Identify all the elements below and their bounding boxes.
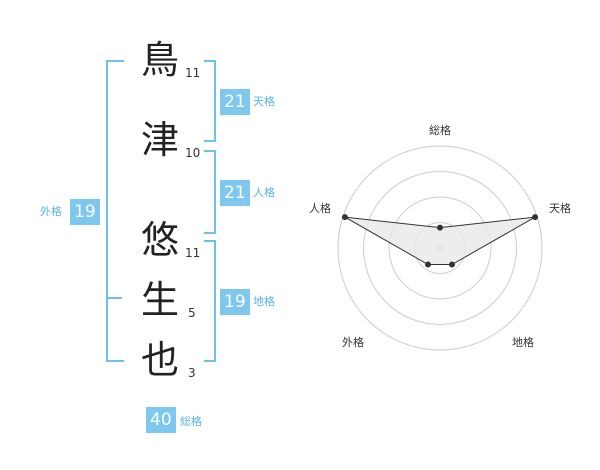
radar-point-1 [437, 224, 443, 231]
name-char-4: 生 [140, 278, 179, 322]
soukaku-label: 総格 [180, 415, 202, 428]
stroke-count-3: 11 [185, 246, 201, 260]
gaikaku-label: 外格 [40, 205, 62, 218]
jinkaku-value: 21 [220, 180, 250, 206]
radar-area [344, 216, 536, 265]
stroke-count-1: 11 [185, 66, 201, 80]
radar-ring [337, 145, 543, 351]
radar-point-2 [532, 214, 539, 221]
axis-label-jinkaku: 人格 [309, 201, 331, 215]
radar-ring [363, 171, 517, 325]
jinkaku-bracket [204, 150, 216, 234]
name-char-2: 津 [140, 118, 179, 162]
name-char-1: 鳥 [140, 38, 179, 82]
axis-label-chikaku: 地格 [512, 335, 534, 349]
radar-grid [337, 145, 543, 351]
radar-point-5 [341, 214, 348, 221]
stroke-count-5: 3 [188, 366, 196, 380]
chikaku-value: 19 [220, 289, 250, 315]
soukaku-value: 40 [146, 407, 176, 433]
radar-chart: 総格 天格 地格 外格 人格 [309, 123, 571, 351]
tenkaku-bracket [204, 60, 216, 142]
radar-point-3 [449, 261, 455, 268]
chikaku-bracket [204, 240, 216, 362]
chikaku-label: 地格 [253, 295, 275, 308]
axis-label-tenkaku: 天格 [549, 201, 571, 215]
jinkaku-label: 人格 [253, 186, 275, 199]
name-char-3: 悠 [140, 218, 179, 262]
tenkaku-label: 天格 [253, 95, 275, 108]
stroke-count-2: 10 [185, 146, 201, 160]
stroke-count-4: 5 [188, 306, 196, 320]
radar-ring [388, 196, 492, 300]
radar-point-4 [425, 261, 431, 268]
tenkaku-value: 21 [220, 89, 250, 115]
name-char-5: 也 [140, 338, 179, 382]
gaikaku-value: 19 [70, 199, 100, 225]
radar-points [341, 214, 539, 268]
gaikaku-bracket-mid-tick [106, 297, 122, 299]
gaikaku-bracket [106, 60, 124, 362]
axis-label-soukaku: 総格 [429, 123, 451, 137]
axis-label-gaikaku: 外格 [342, 335, 364, 349]
